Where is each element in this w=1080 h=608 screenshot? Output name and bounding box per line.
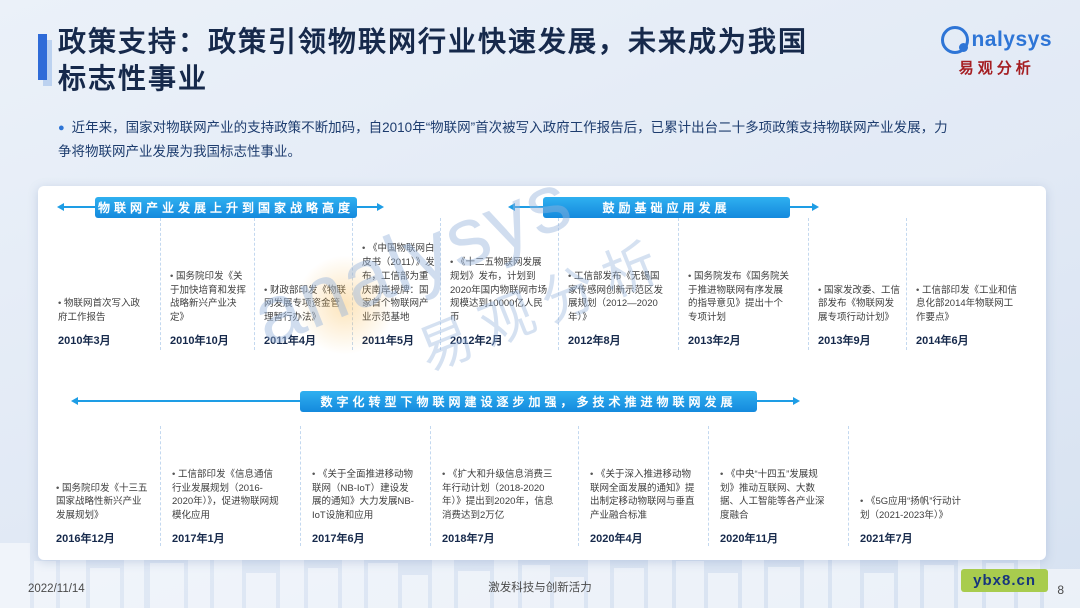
column-separator: [160, 218, 161, 350]
timeline-item-date: 2010年3月: [58, 335, 111, 347]
column-separator: [906, 218, 907, 350]
page-title: 政策支持：政策引领物联网行业快速发展，未来成为我国 标志性事业: [58, 24, 898, 98]
timeline-item-date: 2011年5月: [362, 335, 414, 347]
bullet-icon: ●: [58, 122, 65, 134]
banner-connector-line: [515, 206, 543, 208]
timeline-item-date: 2014年6月: [916, 335, 969, 347]
column-separator: [708, 426, 709, 546]
arrow-left-icon: [57, 203, 64, 211]
title-accent-bar: [38, 34, 47, 80]
timeline-item-text: 工信部印发《工业和信息化部2014年物联网工作要点》: [916, 284, 1020, 325]
timeline-item-text: 《5G应用“扬帆”行动计划（2021-2023年）》: [860, 495, 970, 523]
timeline-item-text: 国家发改委、工信部发布《物联网发展专项行动计划》: [818, 284, 900, 325]
column-separator: [848, 426, 849, 546]
timeline-item-date: 2012年2月: [450, 335, 503, 347]
column-separator: [430, 426, 431, 546]
timeline-item-text: 工信部印发《信息通信行业发展规划（2016-2020年）》，促进物联网规模化应用: [172, 468, 280, 523]
timeline-item-text: 《扩大和升级信息消费三年行动计划（2018-2020年）》提出到2020年，信息…: [442, 468, 560, 523]
timeline-item: 《扩大和升级信息消费三年行动计划（2018-2020年）》提出到2020年，信息…: [442, 424, 560, 546]
analysys-logo: nalysys 易观分析: [941, 26, 1052, 78]
timeline-item-date: 2017年1月: [172, 533, 225, 545]
timeline-item-date: 2021年7月: [860, 533, 913, 545]
timeline-item-text: 《中央“十四五”发展规划》推动互联网、大数据、人工智能等各产业深度融合: [720, 468, 832, 523]
timeline-item-date: 2017年6月: [312, 533, 365, 545]
timeline-item: 工信部印发《工业和信息化部2014年物联网工作要点》 2014年6月: [916, 216, 1020, 348]
column-separator: [160, 426, 161, 546]
timeline-item-text: 《关于全面推进移动物联网（NB-IoT）建设发展的通知》大力发展NB-IoT设施…: [312, 468, 418, 523]
timeline-item-text: 国务院印发《十三五国家战略性新兴产业发展规划》: [56, 482, 148, 523]
timeline-item: 《中国物联网白皮书（2011）》发布，工信部为重庆南岸授牌：国家首个物联网产业示…: [362, 216, 436, 348]
arrow-left-icon: [71, 397, 78, 405]
arrow-right-icon: [377, 203, 384, 211]
timeline-item-text: 工信部发布《无锡国家传感网创新示范区发展规划（2012—2020年）》: [568, 270, 668, 325]
arrow-right-icon: [793, 397, 800, 405]
timeline-item: 国务院发布《国务院关于推进物联网有序发展的指导意见》提出十个专项计划 2013年…: [688, 216, 792, 348]
column-separator: [578, 426, 579, 546]
timeline-item: 工信部发布《无锡国家传感网创新示范区发展规划（2012—2020年）》 2012…: [568, 216, 668, 348]
intro-paragraph: ●近年来，国家对物联网产业的支持政策不断加码，自2010年“物联网”首次被写入政…: [58, 116, 950, 163]
column-separator: [678, 218, 679, 350]
timeline-item-date: 2013年2月: [688, 335, 741, 347]
timeline-item: 《十二五物联网发展规划》发布，计划到2020年国内物联网市场规模达到10000亿…: [450, 216, 550, 348]
timeline-item-date: 2010年10月: [170, 335, 229, 347]
timeline-item: 国务院印发《十三五国家战略性新兴产业发展规划》 2016年12月: [56, 424, 148, 546]
timeline-item: 《关于全面推进移动物联网（NB-IoT）建设发展的通知》大力发展NB-IoT设施…: [312, 424, 418, 546]
column-separator: [352, 218, 353, 350]
column-separator: [254, 218, 255, 350]
timeline1-banner-strategy: 物联网产业发展上升到国家战略高度: [95, 197, 357, 218]
timeline-item-date: 2020年11月: [720, 533, 779, 545]
column-separator: [440, 218, 441, 350]
site-watermark: ybx8.cn: [961, 569, 1048, 592]
arrow-right-icon: [812, 203, 819, 211]
page-title-line2: 标志性事业: [58, 62, 209, 94]
timeline-item: 国务院印发《关于加快培育和发挥战略新兴产业决定》 2010年10月: [170, 216, 250, 348]
timeline-item: 物联网首次写入政府工作报告 2010年3月: [58, 216, 140, 348]
timeline-item-date: 2012年8月: [568, 335, 621, 347]
logo-text-en: nalysys: [971, 28, 1052, 51]
timeline-item-date: 2011年4月: [264, 335, 316, 347]
timeline1-banner-application: 鼓励基础应用发展: [543, 197, 790, 218]
timeline-item-text: 《十二五物联网发展规划》发布，计划到2020年国内物联网市场规模达到10000亿…: [450, 256, 550, 325]
timeline2-banner-digital: 数字化转型下物联网建设逐步加强，多技术推进物联网发展: [300, 391, 757, 412]
timeline-item-date: 2020年4月: [590, 533, 643, 545]
timeline-item-text: 国务院发布《国务院关于推进物联网有序发展的指导意见》提出十个专项计划: [688, 270, 792, 325]
banner-connector-line: [757, 400, 793, 402]
column-separator: [300, 426, 301, 546]
banner-connector-line: [357, 206, 377, 208]
page-title-line1: 政策支持：政策引领物联网行业快速发展，未来成为我国: [58, 26, 809, 57]
timeline-item-text: 《中国物联网白皮书（2011）》发布，工信部为重庆南岸授牌：国家首个物联网产业示…: [362, 242, 436, 325]
timeline-item: 国家发改委、工信部发布《物联网发展专项行动计划》 2013年9月: [818, 216, 900, 348]
banner-connector-line: [78, 400, 300, 402]
timeline-item-text: 财政部印发《物联网发展专项资金管理暂行办法》: [264, 284, 346, 325]
column-separator: [808, 218, 809, 350]
timeline-item: 财政部印发《物联网发展专项资金管理暂行办法》 2011年4月: [264, 216, 346, 348]
timeline-item-text: 国务院印发《关于加快培育和发挥战略新兴产业决定》: [170, 270, 250, 325]
timeline-item: 工信部印发《信息通信行业发展规划（2016-2020年）》，促进物联网规模化应用…: [172, 424, 280, 546]
arrow-left-icon: [508, 203, 515, 211]
timeline-item-date: 2016年12月: [56, 533, 115, 545]
timeline-card: 物联网产业发展上升到国家战略高度 鼓励基础应用发展 物联网首次写入政府工作报告 …: [38, 186, 1046, 560]
logo-text-cn: 易观分析: [958, 60, 1035, 77]
timeline-item-date: 2013年9月: [818, 335, 871, 347]
banner-connector-line: [64, 206, 95, 208]
intro-text: 近年来，国家对物联网产业的支持政策不断加码，自2010年“物联网”首次被写入政府…: [58, 120, 948, 159]
timeline-item: 《5G应用“扬帆”行动计划（2021-2023年）》 2021年7月: [860, 424, 970, 546]
timeline-item-text: 物联网首次写入政府工作报告: [58, 297, 140, 325]
timeline-item: 《关于深入推进移动物联网全面发展的通知》提出制定移动物联网与垂直产业融合标准 2…: [590, 424, 698, 546]
banner-connector-line: [790, 206, 812, 208]
page-number: 8: [1057, 583, 1064, 597]
timeline-item-date: 2018年7月: [442, 533, 495, 545]
timeline-item: 《中央“十四五”发展规划》推动互联网、大数据、人工智能等各产业深度融合 2020…: [720, 424, 832, 546]
timeline-item-text: 《关于深入推进移动物联网全面发展的通知》提出制定移动物联网与垂直产业融合标准: [590, 468, 698, 523]
analysys-logo-icon: [941, 26, 970, 54]
footer-slogan: 激发科技与创新活力: [488, 582, 592, 594]
column-separator: [558, 218, 559, 350]
